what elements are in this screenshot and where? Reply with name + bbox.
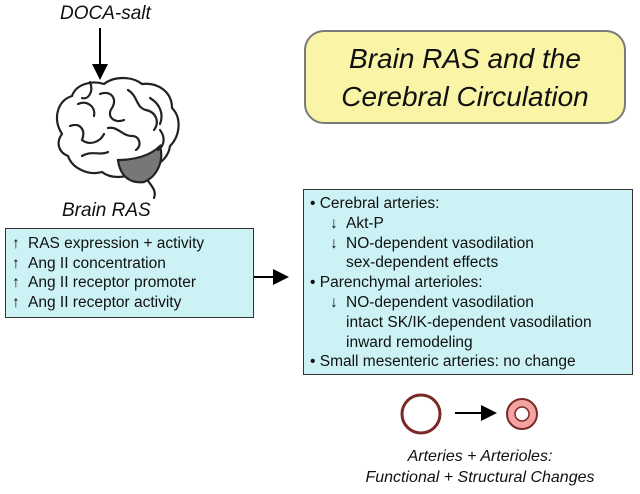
- up-arrow-icon: ↑: [12, 254, 20, 272]
- ras-effect-text: Ang II concentration: [28, 254, 166, 272]
- cerebral-note: sex-dependent effects: [346, 254, 499, 272]
- mesenteric-arteries-item: • Small mesenteric arteries: no change: [310, 353, 576, 371]
- down-arrow-icon: ↓: [330, 214, 338, 232]
- brain-icon: [55, 76, 180, 200]
- ras-effect-item: ↑ Ang II concentration: [12, 254, 247, 274]
- ras-effect-text: Ang II receptor activity: [28, 293, 182, 311]
- ras-effect-text: RAS expression + activity: [28, 235, 205, 252]
- up-arrow-icon: ↑: [12, 293, 20, 311]
- vascular-effects-box: • Cerebral arteries: ↓ Akt-P ↓ NO-dependen…: [303, 189, 633, 375]
- ras-effect-item: ↑ Ang II receptor promoter: [12, 273, 247, 293]
- title-line-2: Cerebral Circulation: [341, 81, 589, 112]
- up-arrow-icon: ↑: [12, 235, 20, 252]
- ras-effect-item: ↑ Ang II receptor activity: [12, 293, 247, 313]
- parenchymal-effect-text: NO-dependent vasodilation: [346, 293, 534, 311]
- cerebral-arteries-heading: • Cerebral arteries:: [310, 195, 440, 212]
- caption-line-2: Functional + Structural Changes: [365, 469, 595, 486]
- vessel-changes-caption: Arteries + Arterioles: Functional + Stru…: [330, 446, 630, 488]
- normal-vessel-icon: [400, 393, 442, 435]
- cerebral-effect-item: ↓ Akt-P: [310, 214, 626, 234]
- cerebral-effect-item: ↓ NO-dependent vasodilation: [310, 234, 626, 254]
- ras-effect-text: Ang II receptor promoter: [28, 274, 196, 291]
- title-line-1: Brain RAS and the: [349, 43, 581, 74]
- parenchymal-effect-item: ↓ NO-dependent vasodilation: [310, 293, 626, 313]
- down-arrow-icon: ↓: [330, 234, 338, 252]
- brain-ras-label: Brain RAS: [62, 200, 151, 221]
- brain-ras-effects-box: ↑ RAS expression + activity ↑ Ang II conce…: [5, 228, 254, 318]
- parenchymal-note: inward remodeling: [346, 333, 473, 351]
- cerebral-effect-text: Akt-P: [346, 214, 384, 232]
- doca-salt-label: DOCA-salt: [60, 3, 151, 24]
- parenchymal-note: intact SK/IK-dependent vasodilation: [346, 313, 592, 331]
- title-box: Brain RAS and the Cerebral Circulation: [304, 30, 626, 124]
- up-arrow-icon: ↑: [12, 274, 20, 291]
- down-arrow-icon: ↓: [330, 293, 338, 311]
- remodeled-vessel-lumen: [514, 406, 530, 422]
- cerebral-effect-text: NO-dependent vasodilation: [346, 234, 534, 252]
- parenchymal-arterioles-heading: • Parenchymal arterioles:: [310, 274, 483, 292]
- ras-effect-item: ↑ RAS expression + activity: [12, 234, 247, 254]
- caption-line-1: Arteries + Arterioles:: [407, 448, 553, 465]
